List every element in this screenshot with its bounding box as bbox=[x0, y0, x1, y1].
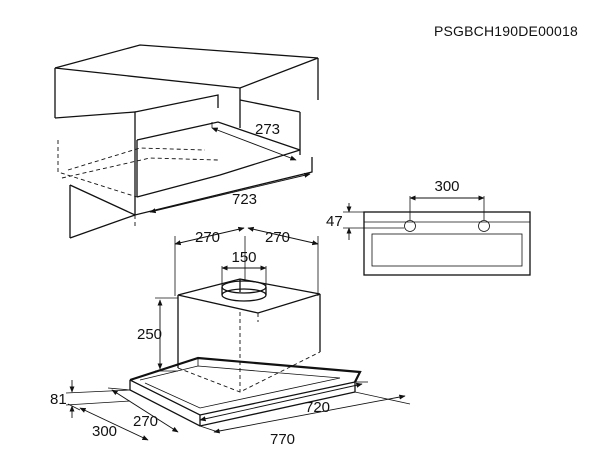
dimension-273: 273 bbox=[211, 121, 297, 161]
dimension-270-right: 270 bbox=[247, 226, 319, 296]
dimension-300-holes: 300 bbox=[409, 178, 485, 201]
dimension-150: 150 bbox=[221, 249, 267, 286]
dim-front-offset: 47 bbox=[326, 213, 343, 230]
dimension-720: 720 bbox=[199, 381, 368, 422]
dim-total-width: 770 bbox=[270, 431, 295, 448]
dim-hole-spacing: 300 bbox=[434, 178, 459, 195]
dim-inner-width: 720 bbox=[305, 399, 330, 416]
dim-chimney-right: 270 bbox=[265, 229, 290, 246]
dim-base-depth: 270 bbox=[133, 413, 158, 430]
dimension-47: 47 bbox=[326, 203, 404, 240]
front-view bbox=[363, 196, 531, 276]
dimension-250: 250 bbox=[137, 297, 178, 372]
dim-chimney-height: 250 bbox=[137, 326, 162, 343]
dimension-723: 723 bbox=[149, 172, 311, 214]
dim-side-depth: 300 bbox=[92, 423, 117, 440]
dimension-270-base: 270 bbox=[107, 387, 179, 433]
dimension-770: 770 bbox=[199, 391, 411, 448]
dim-cabinet-width: 723 bbox=[232, 191, 257, 208]
document-code: PSGBCH190DE00018 bbox=[434, 23, 578, 39]
dimension-270-left: 270 bbox=[174, 226, 246, 296]
dim-chimney-left: 270 bbox=[195, 229, 220, 246]
dim-cabinet-depth: 273 bbox=[255, 121, 280, 138]
dim-panel-thickness: 81 bbox=[50, 391, 67, 408]
dim-outlet-diameter: 150 bbox=[231, 249, 256, 266]
cabinet-illustration bbox=[54, 44, 319, 239]
